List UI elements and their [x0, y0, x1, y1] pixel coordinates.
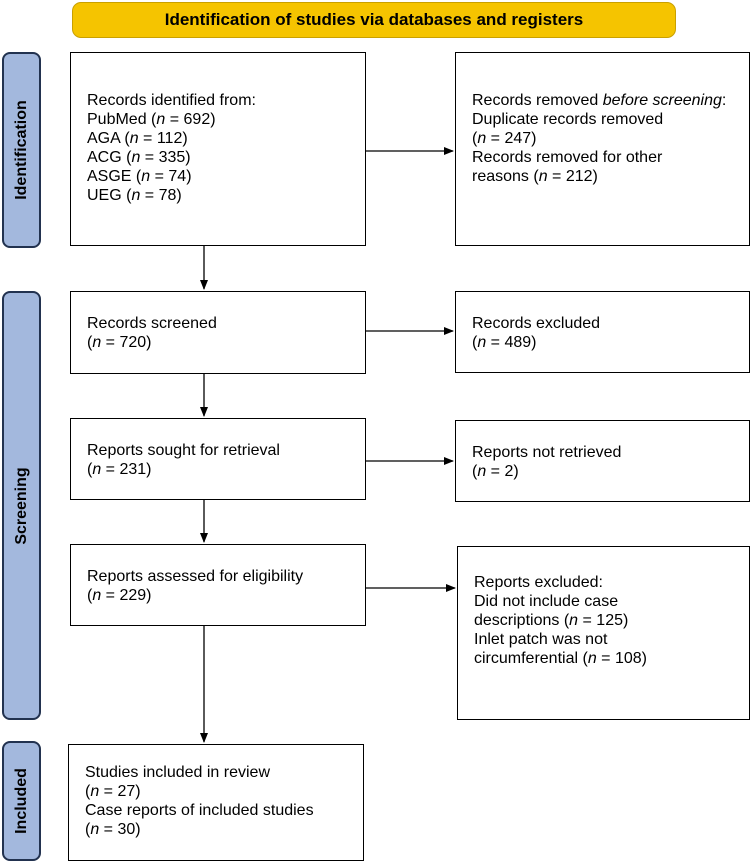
records-excluded-box: Records excluded (n = 489): [455, 291, 750, 373]
exclusion-reason-2a: Inlet patch was not: [474, 631, 608, 648]
reports-assessed-label: Reports assessed for eligibility: [87, 568, 304, 585]
records-identified-heading: Records identified from:: [87, 92, 256, 109]
source-row: ASGE (n = 74): [87, 168, 192, 185]
records-removed-heading: Records removed before screening:: [472, 92, 727, 109]
records-screened-box: Records screened (n = 720): [70, 291, 366, 374]
duplicates-count: (n = 247): [472, 130, 537, 147]
phase-identification: Identification: [2, 52, 41, 248]
case-reports-count: (n = 30): [85, 821, 141, 838]
reports-assessed-box: Reports assessed for eligibility (n = 22…: [70, 544, 366, 626]
reports-excluded-heading: Reports excluded:: [474, 574, 603, 591]
source-row: AGA (n = 112): [87, 130, 188, 147]
records-excluded-label: Records excluded: [472, 315, 601, 332]
records-screened-label: Records screened: [87, 315, 217, 332]
other-removed-count: reasons (n = 212): [472, 168, 598, 185]
source-row: ACG (n = 335): [87, 149, 191, 166]
records-identified-box: Records identified from: PubMed (n = 692…: [70, 52, 366, 246]
records-excluded-count: (n = 489): [472, 334, 537, 351]
other-removed-label: Records removed for other: [472, 149, 663, 166]
reports-not-retrieved-count: (n = 2): [472, 463, 519, 480]
records-screened-count: (n = 720): [87, 334, 152, 351]
studies-included-label: Studies included in review: [85, 764, 270, 781]
studies-included-count: (n = 27): [85, 783, 141, 800]
studies-included-box: Studies included in review (n = 27) Case…: [68, 744, 364, 861]
case-reports-label: Case reports of included studies: [85, 802, 314, 819]
banner-title: Identification of studies via databases …: [164, 10, 584, 29]
source-row: UEG (n = 78): [87, 187, 182, 204]
reports-sought-count: (n = 231): [87, 461, 152, 478]
source-row: PubMed (n = 692): [87, 111, 216, 128]
phase-screening: Screening: [2, 291, 41, 720]
exclusion-reason-2b: circumferential (n = 108): [474, 650, 647, 667]
phase-included: Included: [2, 741, 41, 861]
identification-banner: Identification of studies via databases …: [72, 2, 676, 38]
reports-sought-box: Reports sought for retrieval (n = 231): [70, 418, 366, 500]
reports-excluded-box: Reports excluded: Did not include case d…: [457, 546, 750, 720]
exclusion-reason-1b: descriptions (n = 125): [474, 612, 629, 629]
reports-not-retrieved-box: Reports not retrieved (n = 2): [455, 420, 750, 502]
reports-assessed-count: (n = 229): [87, 587, 152, 604]
reports-sought-label: Reports sought for retrieval: [87, 442, 280, 459]
exclusion-reason-1a: Did not include case: [474, 593, 619, 610]
duplicates-label: Duplicate records removed: [472, 111, 664, 128]
records-removed-box: Records removed before screening: Duplic…: [455, 52, 750, 246]
reports-not-retrieved-label: Reports not retrieved: [472, 444, 622, 461]
